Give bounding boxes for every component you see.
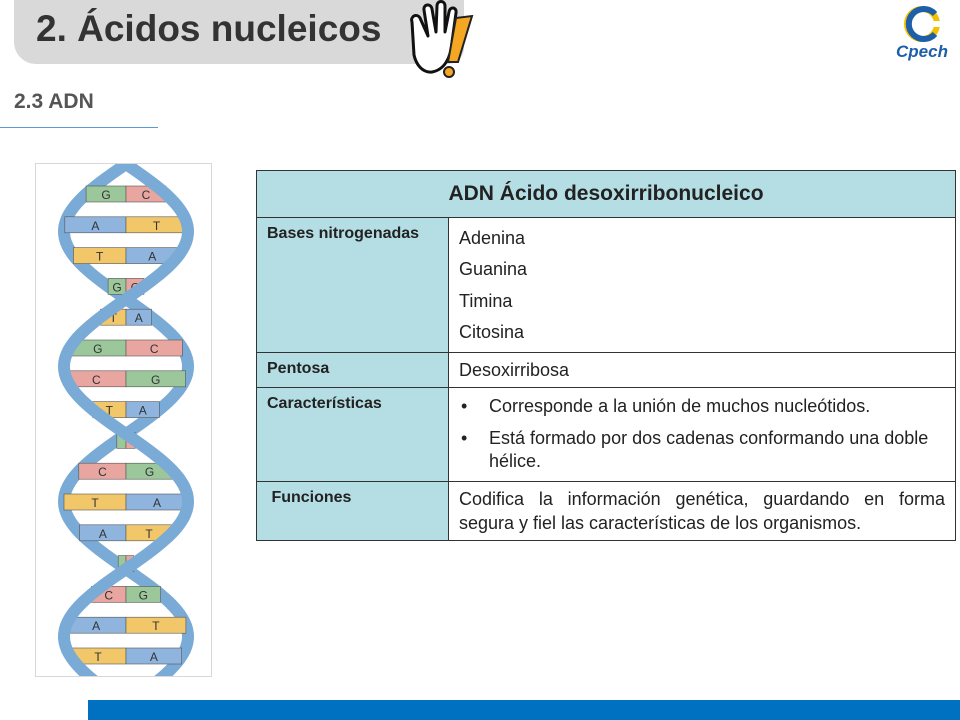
funciones-value: Codifica la información genética, guarda… <box>448 480 956 542</box>
caracteristicas-values: Corresponde a la unión de muchos nucleót… <box>448 387 956 482</box>
base-item: Adenina <box>459 228 526 248</box>
section-subtitle: 2.3 ADN <box>14 90 94 113</box>
table-row: Características Corresponde a la unión d… <box>256 387 956 482</box>
pentosa-label: Pentosa <box>256 352 449 389</box>
svg-text:A: A <box>135 311 143 325</box>
caracteristicas-label: Características <box>256 387 449 482</box>
svg-text:T: T <box>145 527 153 541</box>
svg-text:G: G <box>145 465 154 479</box>
svg-text:T: T <box>152 619 160 633</box>
svg-text:A: A <box>99 527 107 541</box>
bases-label: Bases nitrogenadas <box>256 216 449 354</box>
funciones-label: Funciones <box>256 480 449 542</box>
svg-text:C: C <box>142 188 151 202</box>
svg-text:C: C <box>104 588 113 602</box>
bases-values: Adenina Guanina Timina Citosina <box>448 216 956 354</box>
svg-text:A: A <box>139 404 147 418</box>
subtitle-divider <box>0 127 158 128</box>
svg-text:T: T <box>106 404 114 418</box>
svg-text:T: T <box>91 496 99 510</box>
svg-text:C: C <box>92 373 101 387</box>
pentosa-value: Desoxirribosa <box>448 352 956 389</box>
hand-pointer-icon <box>410 0 474 78</box>
table-heading: ADN Ácido desoxirribonucleico <box>256 170 956 218</box>
svg-text:A: A <box>153 496 161 510</box>
logo-text: Cpech <box>896 42 948 61</box>
cpech-logo-icon <box>904 6 940 42</box>
table-row: Pentosa Desoxirribosa <box>256 352 956 389</box>
list-item: Está formado por dos cadenas conformando… <box>459 427 945 474</box>
svg-text:A: A <box>148 250 156 264</box>
title-tab <box>14 0 464 64</box>
page-title: 2. Ácidos nucleicos <box>36 8 382 49</box>
table-row: Bases nitrogenadas Adenina Guanina Timin… <box>256 216 956 354</box>
svg-text:C: C <box>98 465 107 479</box>
base-item: Guanina <box>459 259 528 280</box>
cpech-logo: Cpech <box>890 4 954 66</box>
svg-text:G: G <box>101 188 110 202</box>
svg-text:A: A <box>91 219 99 233</box>
svg-text:T: T <box>96 250 104 264</box>
bottom-accent-bar <box>88 700 960 720</box>
svg-text:G: G <box>93 342 102 356</box>
base-item: Timina <box>459 290 513 311</box>
svg-text:T: T <box>110 311 118 325</box>
table-row: Funciones Codifica la información genéti… <box>256 480 956 542</box>
svg-text:C: C <box>150 342 159 356</box>
adn-table: ADN Ácido desoxirribonucleico Bases nitr… <box>256 170 956 542</box>
list-item: Corresponde a la unión de muchos nucleót… <box>459 395 945 419</box>
svg-text:T: T <box>94 650 102 664</box>
dna-strand-back <box>57 164 195 676</box>
svg-text:A: A <box>150 650 158 664</box>
dna-strand-front <box>57 164 195 676</box>
svg-text:T: T <box>153 219 161 233</box>
svg-text:A: A <box>92 619 100 633</box>
base-item: Citosina <box>459 321 525 342</box>
svg-text:G: G <box>151 373 160 387</box>
svg-text:G: G <box>139 588 148 602</box>
svg-text:G: G <box>112 280 121 294</box>
